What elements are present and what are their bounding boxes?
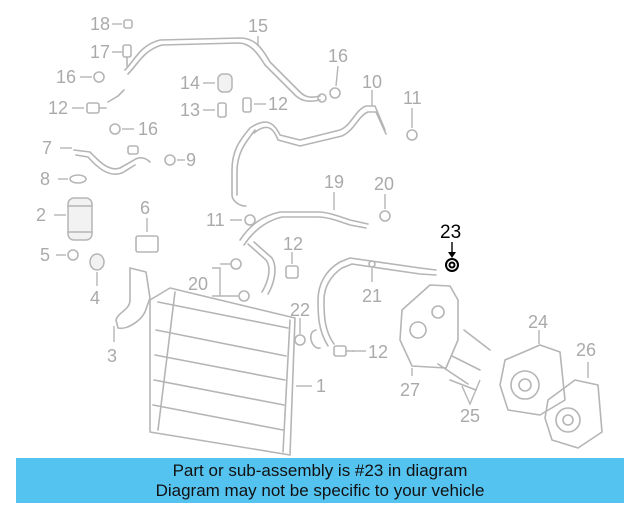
part-20-right xyxy=(379,194,391,222)
part-12-lower xyxy=(333,345,366,357)
callout-16-left: 16 xyxy=(56,67,76,87)
part-11-center xyxy=(230,214,256,226)
hose-19 xyxy=(239,192,369,295)
info-banner: Part or sub-assembly is #23 in diagram D… xyxy=(16,458,624,503)
part-27-housing xyxy=(399,284,459,376)
part-12-left xyxy=(72,89,125,114)
banner-line-1: Part or sub-assembly is #23 in diagram xyxy=(172,460,468,480)
hose-21 xyxy=(309,257,437,349)
part-11-right xyxy=(406,129,418,141)
part-26-compressor xyxy=(544,362,603,449)
callout-12-mid: 12 xyxy=(268,94,288,114)
part-20-left xyxy=(212,258,250,302)
part-18 xyxy=(112,19,133,29)
callout-15: 15 xyxy=(248,16,268,36)
callout-22: 22 xyxy=(290,300,310,320)
part-4 xyxy=(89,253,105,286)
part-16-left xyxy=(80,71,105,83)
part-6-bracket xyxy=(135,218,159,253)
callout-16-mid: 16 xyxy=(138,119,158,139)
callout-21: 21 xyxy=(362,286,382,306)
part-12-center xyxy=(285,252,299,279)
callout-11-center: 11 xyxy=(206,210,225,230)
callout-3: 3 xyxy=(107,346,117,366)
part-8 xyxy=(58,174,87,184)
callout-24: 24 xyxy=(528,312,548,332)
callout-2: 2 xyxy=(36,205,46,225)
callout-5: 5 xyxy=(40,245,50,265)
callout-12-center: 12 xyxy=(283,234,303,254)
callout-16-top: 16 xyxy=(328,46,348,66)
leader-16-top xyxy=(335,65,339,87)
part-14 xyxy=(203,73,233,93)
part-22 xyxy=(294,318,306,346)
callout-19: 19 xyxy=(324,172,344,192)
part-12-mid xyxy=(242,97,266,113)
callout-17: 17 xyxy=(90,42,110,62)
callout-25: 25 xyxy=(460,406,480,426)
banner-line-2: Diagram may not be specific to your vehi… xyxy=(155,480,485,500)
part-24-compressor xyxy=(499,330,566,416)
callout-1: 1 xyxy=(316,376,326,396)
callout-14: 14 xyxy=(180,73,200,93)
callout-23: 23 xyxy=(440,222,461,243)
callout-4: 4 xyxy=(90,288,100,308)
callout-20-left: 20 xyxy=(188,274,208,294)
callout-9: 9 xyxy=(186,150,196,170)
callout-20-right: 20 xyxy=(374,174,394,194)
part-13 xyxy=(203,102,227,118)
callout-18: 18 xyxy=(90,14,110,34)
part-16-top xyxy=(329,87,341,99)
callout-10: 10 xyxy=(362,72,382,92)
callout-27: 27 xyxy=(400,380,420,400)
callout-8: 8 xyxy=(40,169,50,189)
part-16-mid xyxy=(109,123,134,135)
callout-26: 26 xyxy=(576,340,596,360)
part-25-bolts xyxy=(437,329,491,406)
part-2-drier xyxy=(54,197,93,241)
callout-7: 7 xyxy=(42,138,52,158)
callout-6: 6 xyxy=(140,198,150,218)
part-5 xyxy=(56,249,79,261)
callout-13: 13 xyxy=(180,100,200,120)
part-23-seal[interactable] xyxy=(445,242,459,272)
part-7-hose xyxy=(60,145,151,175)
hose-10 xyxy=(231,105,387,207)
part-3-bracket xyxy=(113,267,151,342)
part-9 xyxy=(164,154,185,166)
callout-12-lower: 12 xyxy=(368,342,388,362)
callout-12-left: 12 xyxy=(48,98,68,118)
callout-11-right: 11 xyxy=(403,88,422,108)
part-17 xyxy=(112,44,132,67)
part-1-condenser xyxy=(149,287,312,456)
